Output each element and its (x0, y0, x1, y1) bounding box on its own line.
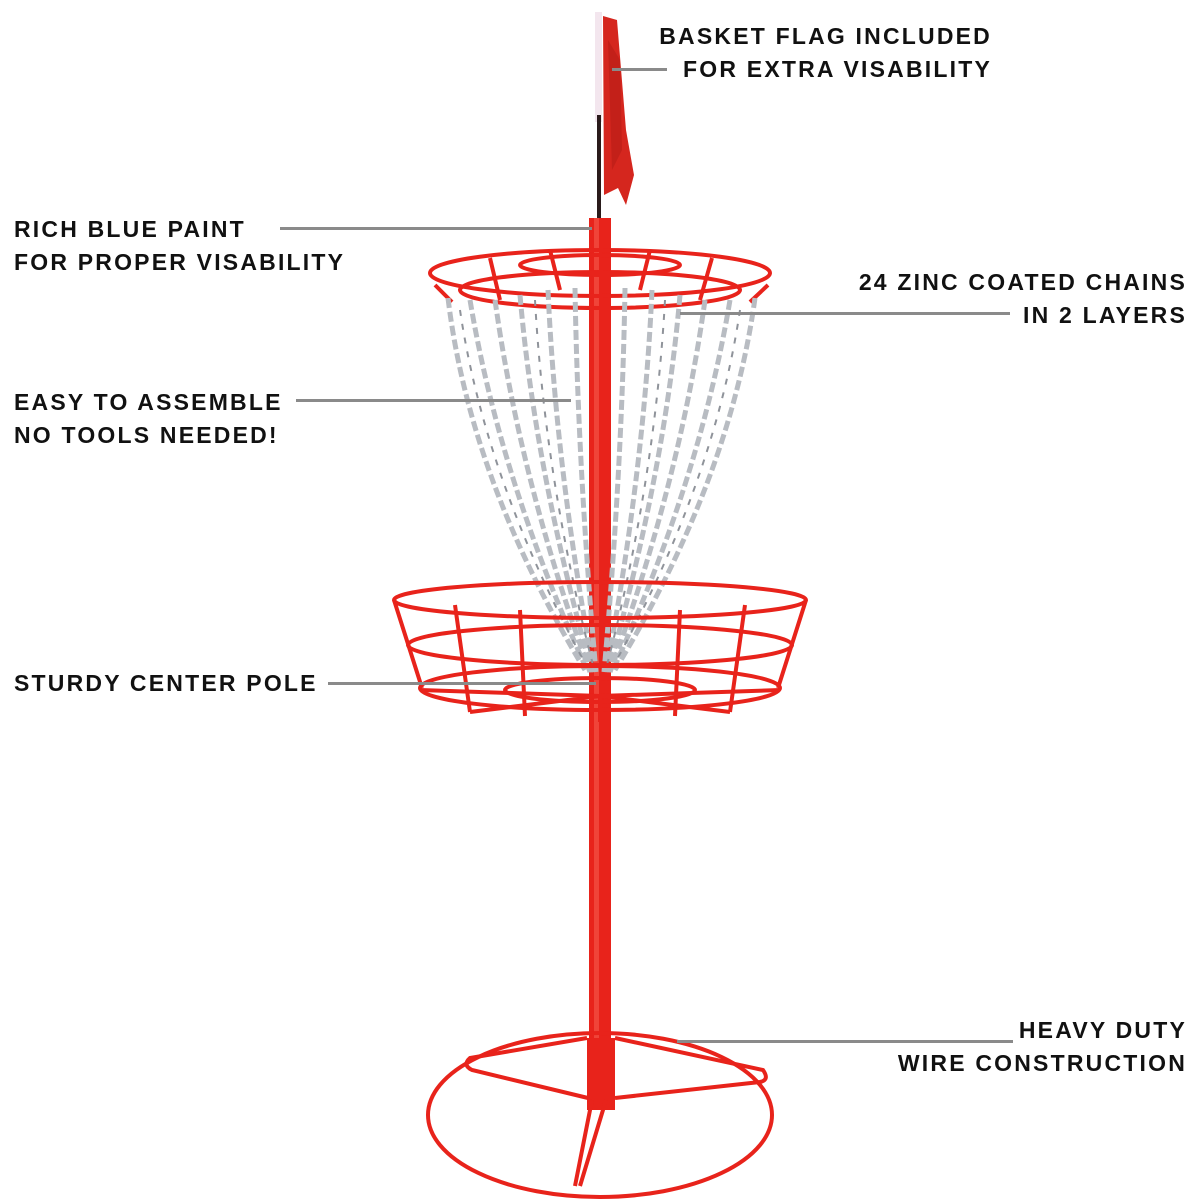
wire-base (426, 1031, 774, 1199)
callout-paint: RICH BLUE PAINT FOR PROPER VISABILITY (14, 213, 345, 279)
callout-line: WIRE CONSTRUCTION (897, 1050, 1187, 1076)
callout-assembly: EASY TO ASSEMBLE NO TOOLS NEEDED! (14, 386, 283, 452)
leader-line-wire (677, 1040, 1013, 1043)
callout-basket-flag: BASKET FLAG INCLUDED FOR EXTRA VISABILIT… (640, 20, 992, 86)
callout-line: EASY TO ASSEMBLE (14, 389, 283, 415)
callout-line: IN 2 LAYERS (1023, 302, 1187, 328)
leader-line-assembly (296, 399, 571, 402)
lower-basket (392, 580, 808, 722)
leader-line-pole (328, 682, 596, 685)
callout-chains: 24 ZINC COATED CHAINS IN 2 LAYERS (830, 266, 1187, 332)
callout-pole: STURDY CENTER POLE (14, 667, 318, 700)
leader-line-flag (612, 68, 667, 71)
callout-line: FOR EXTRA VISABILITY (683, 56, 992, 82)
callout-line: RICH BLUE PAINT (14, 216, 246, 242)
callout-line: STURDY CENTER POLE (14, 670, 318, 696)
callout-wire: HEAVY DUTY WIRE CONSTRUCTION (880, 1014, 1187, 1080)
callout-line: BASKET FLAG INCLUDED (659, 23, 992, 49)
leader-line-chains (680, 312, 1010, 315)
callout-line: HEAVY DUTY (1018, 1017, 1187, 1043)
chain-assembly-rim (428, 248, 772, 310)
callout-line: NO TOOLS NEEDED! (14, 422, 279, 448)
leader-line-paint (280, 227, 592, 230)
flag-icon (595, 12, 634, 225)
callout-line: FOR PROPER VISABILITY (14, 249, 346, 275)
callout-line: 24 ZINC COATED CHAINS (858, 269, 1187, 295)
